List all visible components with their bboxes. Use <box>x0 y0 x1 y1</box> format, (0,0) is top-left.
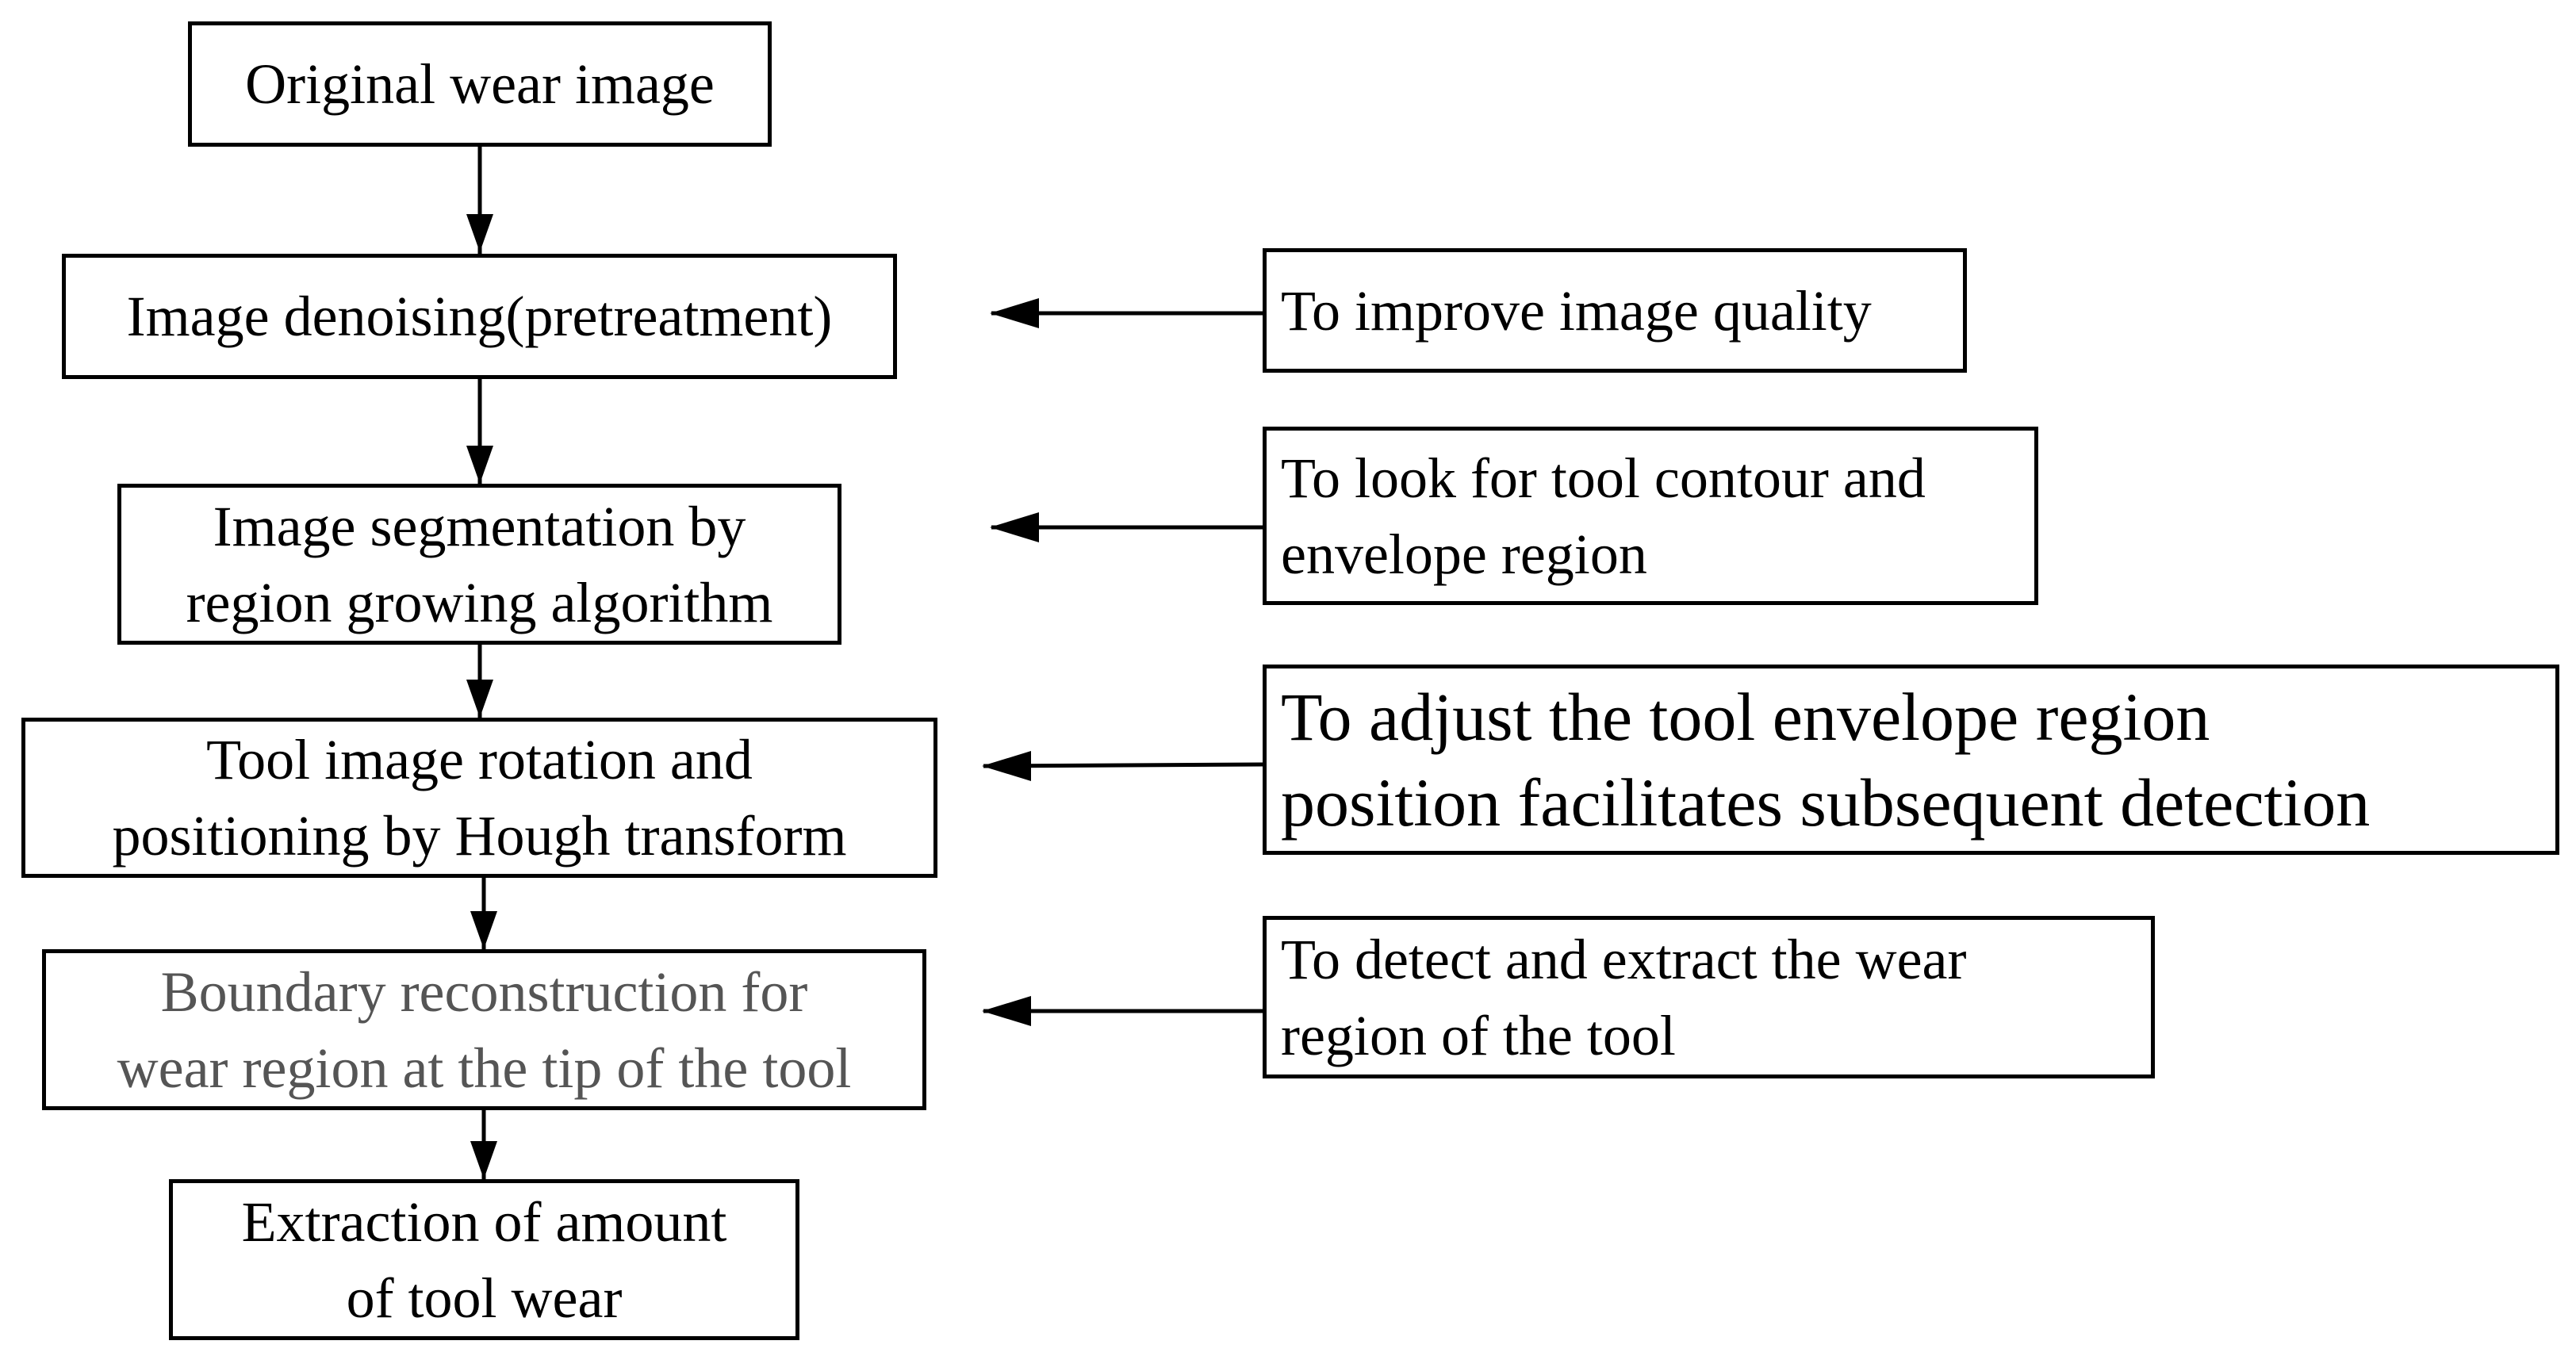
purpose-arrowhead-2 <box>990 512 1039 542</box>
purpose-look-for-tool-contour: To look for tool contour and envelope re… <box>1263 427 2038 605</box>
step-boundary-reconstruction: Boundary reconstruction for wear region … <box>42 949 926 1110</box>
step-2-line-1: Image denoising(pretreatment) <box>126 285 833 348</box>
step-original-wear-image: Original wear image <box>188 21 772 147</box>
flow-arrowhead-2 <box>466 446 493 484</box>
purpose-3-line-2: position facilitates subsequent detectio… <box>1281 764 2371 841</box>
step-image-segmentation: Image segmentation by region growing alg… <box>117 484 841 645</box>
purpose-improve-image-quality: To improve image quality <box>1263 248 1967 373</box>
purpose-arrowhead-1 <box>990 298 1039 328</box>
purpose-3-line-1: To adjust the tool envelope region <box>1281 679 2210 755</box>
purpose-arrowhead-4 <box>982 996 1031 1026</box>
step-6-line-2: of tool wear <box>346 1266 623 1330</box>
flow-arrowhead-4 <box>470 911 497 949</box>
flow-arrowhead-3 <box>466 680 493 718</box>
purpose-4-line-2: region of the tool <box>1281 1003 1676 1067</box>
step-tool-image-rotation: Tool image rotation and positioning by H… <box>21 718 937 878</box>
step-4-line-2: positioning by Hough transform <box>112 804 847 868</box>
step-3-line-2: region growing algorithm <box>186 570 773 634</box>
purpose-1-line-1: To improve image quality <box>1281 278 1872 343</box>
purpose-4-line-1: To detect and extract the wear <box>1281 927 1967 991</box>
purpose-detect-extract-wear: To detect and extract the wear region of… <box>1263 916 2155 1078</box>
step-5-line-2: wear region at the tip of the tool <box>117 1036 852 1100</box>
step-1-line-1: Original wear image <box>245 52 715 116</box>
step-5-line-1: Boundary reconstruction for <box>160 960 808 1024</box>
purpose-2-line-1: To look for tool contour and <box>1281 446 1926 510</box>
flow-arrowhead-1 <box>466 214 493 252</box>
purpose-2-line-2: envelope region <box>1281 522 1647 586</box>
purpose-adjust-tool-envelope: To adjust the tool envelope region posit… <box>1263 665 2559 855</box>
step-image-denoising: Image denoising(pretreatment) <box>62 254 897 379</box>
step-3-line-1: Image segmentation by <box>213 494 746 558</box>
step-6-line-1: Extraction of amount <box>241 1189 727 1254</box>
purpose-arrowhead-3 <box>982 751 1031 781</box>
flow-arrowhead-5 <box>470 1141 497 1179</box>
step-4-line-1: Tool image rotation and <box>206 728 753 791</box>
step-extraction-of-tool-wear: Extraction of amount of tool wear <box>169 1179 799 1340</box>
